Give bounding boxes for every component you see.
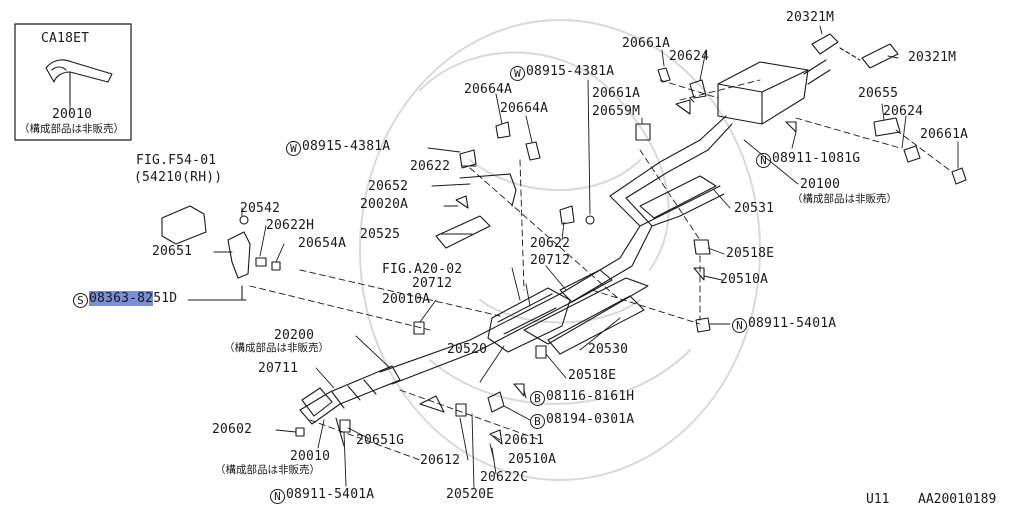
dashed-connections <box>249 79 953 461</box>
part-label-20200[interactable]: 20200 <box>274 328 315 343</box>
part-label-20655[interactable]: 20655 <box>858 86 899 101</box>
part-label-20525[interactable]: 20525 <box>360 227 401 242</box>
part-label-20518E-a[interactable]: 20518E <box>726 246 775 261</box>
part-number: 08911-5401A <box>748 316 837 331</box>
part-label-20622-b[interactable]: 20622 <box>530 236 571 251</box>
part-label-20712-a[interactable]: 20712 <box>530 253 571 268</box>
part-label-20624-right[interactable]: 20624 <box>883 104 924 119</box>
part-label-20542[interactable]: 20542 <box>240 201 281 216</box>
washer-symbol-icon: W <box>286 141 301 156</box>
part-label-20651G[interactable]: 20651G <box>356 433 405 448</box>
nut-symbol-icon: N <box>732 318 747 333</box>
part-label-20612[interactable]: 20612 <box>420 453 461 468</box>
rear-muffler <box>717 33 899 125</box>
inset-part-number[interactable]: 20010 <box>52 107 93 122</box>
part-label-20611[interactable]: 20611 <box>504 433 545 448</box>
note-20200: （構成部品は非販売） <box>224 342 329 354</box>
washer-symbol-icon: W <box>510 66 525 81</box>
part-number: 08911-1081G <box>772 151 861 166</box>
part-number: 08915-4381A <box>526 64 615 79</box>
highlighted-part-number: 08363-82 <box>89 291 154 306</box>
footer-code-right: AA20010189 <box>918 492 997 507</box>
part-label-20510A-a[interactable]: 20510A <box>720 272 769 287</box>
nut-symbol-icon: N <box>270 489 285 504</box>
part-label-20010A[interactable]: 20010A <box>382 292 431 307</box>
part-number: 08116-8161H <box>546 389 635 404</box>
part-label-20020A[interactable]: 20020A <box>360 197 409 212</box>
leader-lines <box>69 25 959 489</box>
part-label-20520E[interactable]: 20520E <box>446 487 495 502</box>
heat-shields <box>435 175 717 355</box>
figure-reference-f54-sub: (54210(RH)) <box>134 170 223 185</box>
part-label-20622-a[interactable]: 20622 <box>410 159 451 174</box>
part-label-20652[interactable]: 20652 <box>368 179 409 194</box>
part-label-20510A-b[interactable]: 20510A <box>508 452 557 467</box>
inset-frame <box>14 23 132 141</box>
part-label-20010[interactable]: 20010 <box>290 449 331 464</box>
small-parts <box>161 67 967 445</box>
part-label-20659M[interactable]: 20659M <box>592 104 641 119</box>
part-label-20651[interactable]: 20651 <box>152 244 193 259</box>
part-label-20321M-top[interactable]: 20321M <box>786 10 835 25</box>
part-label-20622C[interactable]: 20622C <box>480 470 529 485</box>
footer-code-left: U11 <box>866 492 890 507</box>
front-pipe <box>299 365 401 447</box>
part-label-20622H[interactable]: 20622H <box>266 218 315 233</box>
part-label-20531[interactable]: 20531 <box>734 201 775 216</box>
part-label-20661A-top[interactable]: 20661A <box>622 36 671 51</box>
note-20010: （構成部品は非販売） <box>215 464 320 476</box>
part-number: 08911-5401A <box>286 487 375 502</box>
part-label-20602[interactable]: 20602 <box>212 422 253 437</box>
nut-symbol-icon: N <box>756 153 771 168</box>
main-exhaust-pipe <box>379 115 733 385</box>
part-number: 08915-4381A <box>302 139 391 154</box>
part-label-20661A-right[interactable]: 20661A <box>920 127 969 142</box>
part-label-20654A[interactable]: 20654A <box>298 236 347 251</box>
part-number: 08194-0301A <box>546 412 635 427</box>
inset-title: CA18ET <box>41 31 90 46</box>
figure-reference-f54[interactable]: FIG.F54-01 <box>136 153 217 168</box>
watermark-emblem <box>359 19 761 481</box>
part-label-20712-b[interactable]: 20712 <box>412 276 453 291</box>
screw-symbol-icon: S <box>73 293 88 308</box>
inset-pipe-drawing <box>45 59 113 105</box>
bolt-symbol-icon: B <box>530 391 545 406</box>
part-label-20664A-1[interactable]: 20664A <box>464 82 513 97</box>
part-label-20321M-right[interactable]: 20321M <box>908 50 957 65</box>
catalytic-converter <box>487 269 613 353</box>
part-label-20100[interactable]: 20100 <box>800 177 841 192</box>
inset-note: （構成部品は非販売） <box>19 123 124 135</box>
figure-reference-a20[interactable]: FIG.A20-02 <box>382 262 463 277</box>
note-20100: （構成部品は非販売） <box>792 193 897 205</box>
part-label-20711[interactable]: 20711 <box>258 361 299 376</box>
part-label-20624-top[interactable]: 20624 <box>669 49 710 64</box>
part-label-20530[interactable]: 20530 <box>588 342 629 357</box>
part-label-20518E-b[interactable]: 20518E <box>568 368 617 383</box>
bolt-symbol-icon: B <box>530 414 545 429</box>
part-number-suffix: 51D <box>153 291 178 306</box>
part-label-20664A-2[interactable]: 20664A <box>500 101 549 116</box>
part-label-20520[interactable]: 20520 <box>447 342 488 357</box>
part-label-20661A-mid[interactable]: 20661A <box>592 86 641 101</box>
